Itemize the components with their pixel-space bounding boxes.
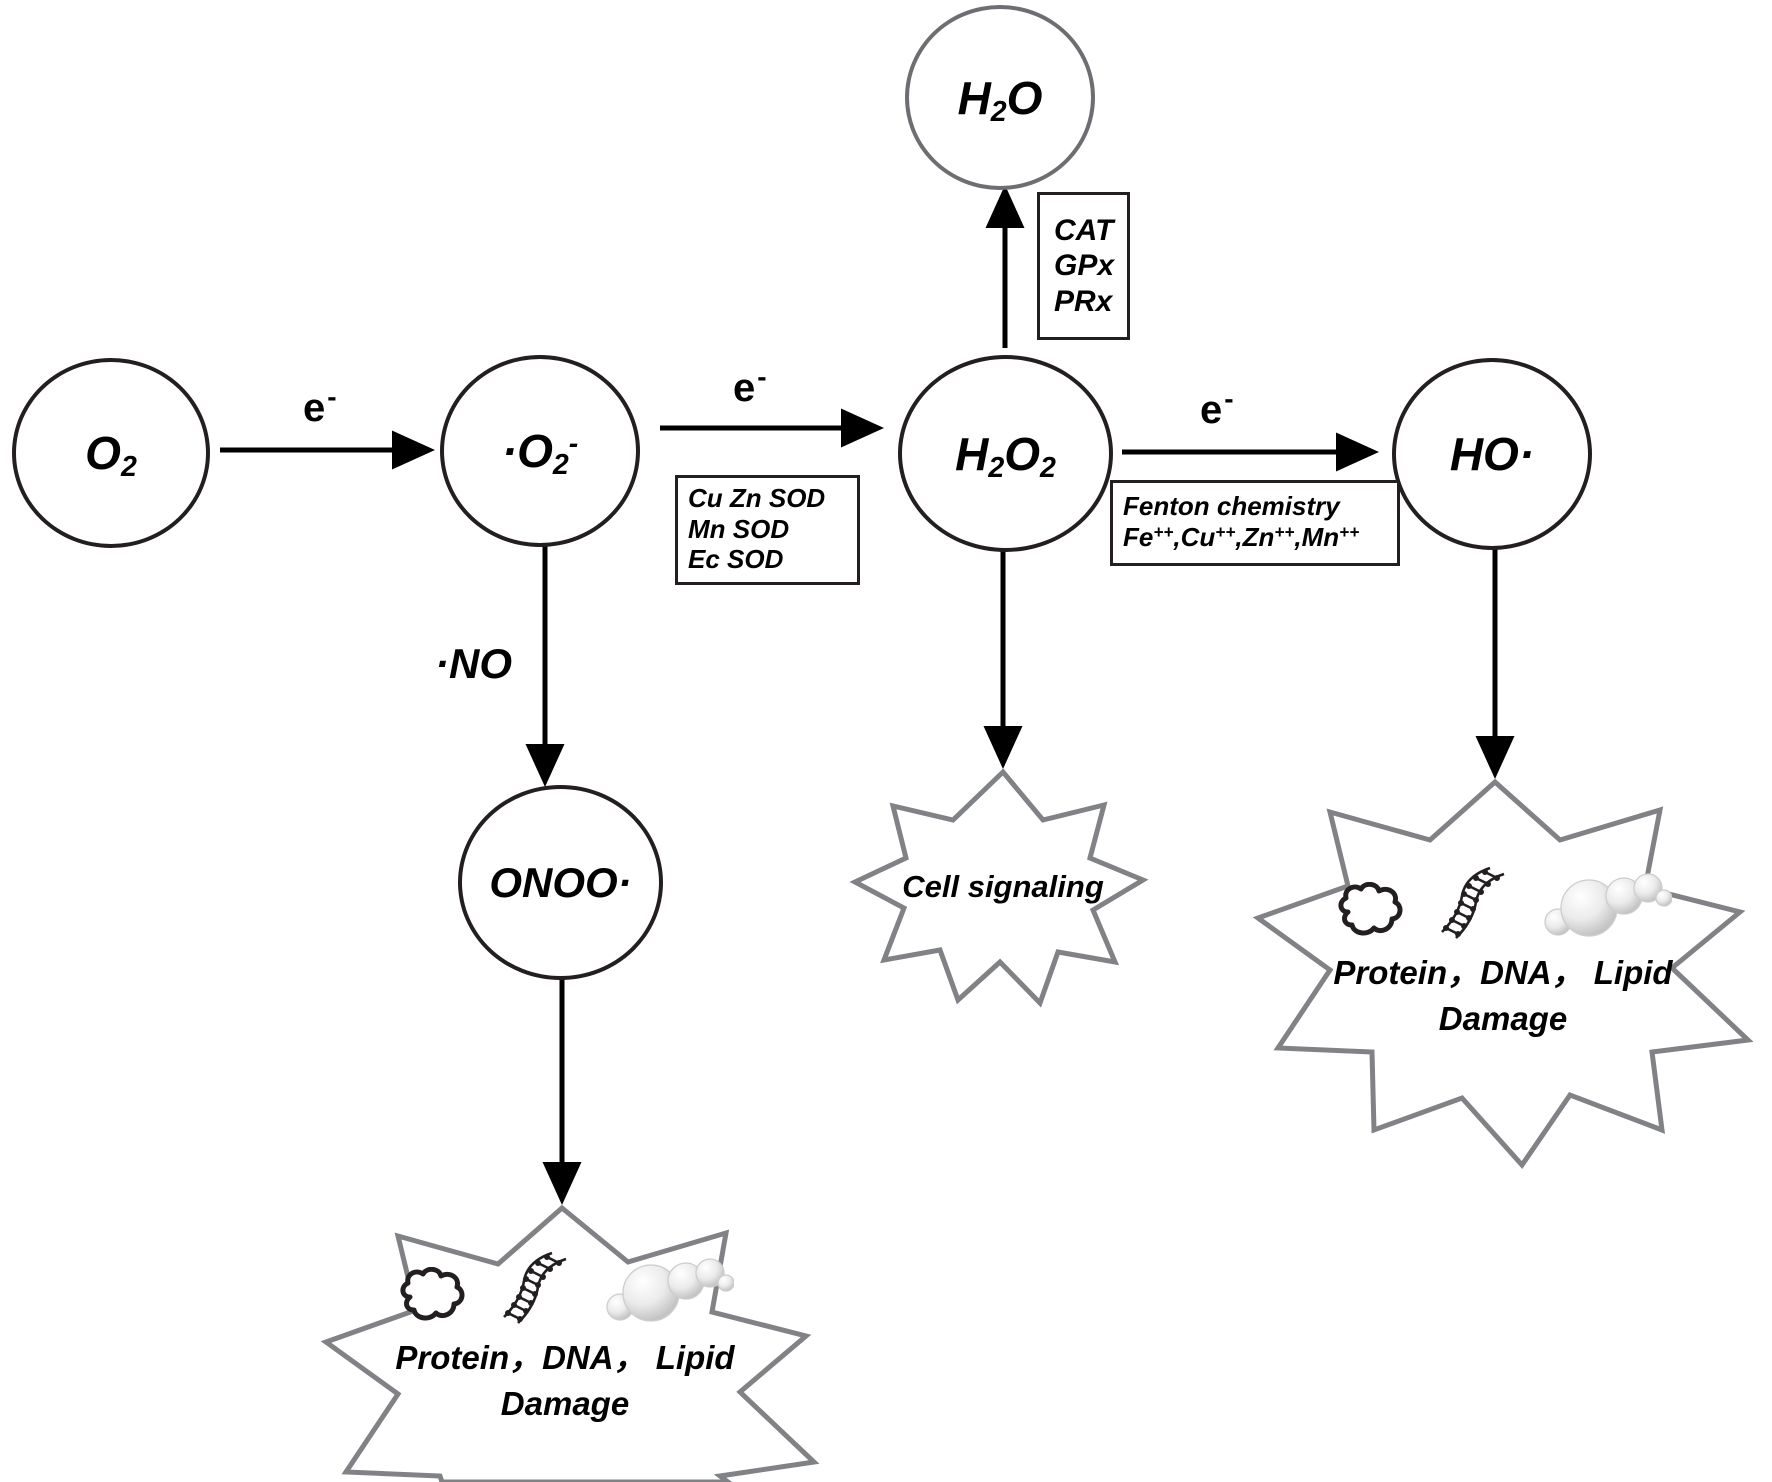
node-peroxynitrite-label: ONOO· bbox=[489, 858, 632, 906]
dna-icon bbox=[1441, 866, 1505, 939]
node-water-label: H2O bbox=[957, 71, 1043, 128]
metal-fe: Fe++ bbox=[1123, 522, 1174, 552]
electron-label-1: e- bbox=[303, 380, 337, 430]
node-hydrogen-peroxide-label: H2O2 bbox=[955, 427, 1056, 484]
damage-peroxynitrite-line-1: Protein，DNA， Lipid bbox=[395, 1339, 735, 1376]
damage-hydroxyl-line-2: Damage bbox=[1438, 1000, 1568, 1037]
fenton-title: Fenton chemistry bbox=[1123, 491, 1340, 522]
dna-icon bbox=[503, 1251, 567, 1324]
node-hydroxyl-radical-label: HO· bbox=[1449, 428, 1535, 480]
node-molecular-oxygen[interactable]: O2 bbox=[12, 358, 210, 548]
protein-icon bbox=[400, 1267, 465, 1321]
fenton-metals: Fe++,Cu++,Zn++,Mn++ bbox=[1123, 522, 1360, 552]
metal-mn: Mn++ bbox=[1301, 522, 1360, 552]
fenton-chemistry-box[interactable]: Fenton chemistry Fe++,Cu++,Zn++,Mn++ bbox=[1110, 480, 1400, 566]
protein-icon bbox=[1338, 882, 1403, 936]
peroxidase-line-3: PRx bbox=[1054, 284, 1113, 318]
peroxidase-box[interactable]: CAT GPx PRx bbox=[1037, 192, 1130, 340]
damage-burst-hydroxyl[interactable]: Protein，DNA， Lipid Damage bbox=[1258, 860, 1748, 1090]
peroxidase-line-2: GPx bbox=[1054, 249, 1115, 283]
electron-label-2: e- bbox=[733, 360, 767, 410]
sod-line-3: Ec SOD bbox=[688, 544, 784, 575]
electron-label-3: e- bbox=[1200, 382, 1234, 432]
node-hydrogen-peroxide[interactable]: H2O2 bbox=[898, 355, 1113, 552]
sod-line-2: Mn SOD bbox=[688, 513, 790, 544]
damage-icons-peroxynitrite bbox=[320, 1245, 810, 1325]
metal-cu: Cu++ bbox=[1180, 522, 1236, 552]
node-water[interactable]: H2O bbox=[905, 5, 1095, 190]
lipid-icon bbox=[606, 1258, 734, 1322]
cell-signaling-label: Cell signaling bbox=[902, 869, 1104, 904]
cell-signaling-burst[interactable]: Cell signaling bbox=[855, 860, 1151, 930]
sod-line-1: Cu Zn SOD bbox=[688, 483, 826, 513]
node-superoxide-anion[interactable]: ·O2- bbox=[440, 355, 640, 547]
damage-peroxynitrite-line-2: Damage bbox=[500, 1385, 630, 1422]
peroxidase-line-1: CAT bbox=[1054, 213, 1114, 247]
damage-hydroxyl-line-1: Protein，DNA， Lipid bbox=[1333, 954, 1673, 991]
metal-zn: Zn++ bbox=[1242, 522, 1295, 552]
nitric-oxide-label: ·NO bbox=[435, 640, 512, 687]
node-peroxynitrite[interactable]: ONOO· bbox=[458, 785, 663, 980]
superoxide-dismutase-box[interactable]: Cu Zn SOD Mn SOD Ec SOD bbox=[675, 475, 860, 585]
damage-icons-hydroxyl bbox=[1258, 860, 1748, 940]
node-hydroxyl-radical[interactable]: HO· bbox=[1392, 358, 1592, 550]
node-molecular-oxygen-label: O2 bbox=[85, 427, 137, 484]
node-superoxide-anion-label: ·O2- bbox=[501, 425, 579, 482]
damage-burst-peroxynitrite[interactable]: Protein，DNA， Lipid Damage bbox=[320, 1245, 810, 1475]
lipid-icon bbox=[1544, 873, 1672, 937]
